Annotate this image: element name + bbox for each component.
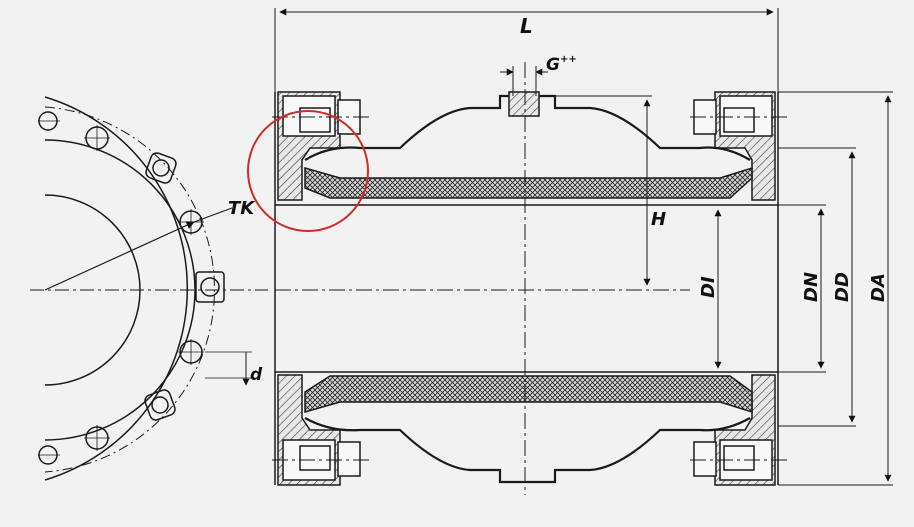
label-DA: DA [868, 273, 889, 302]
label-DI: DI [698, 276, 719, 298]
label-TK: TK [228, 198, 256, 219]
bottom-rubber-liner [304, 375, 753, 414]
g-plug [508, 91, 540, 117]
dimension-lines [274, 8, 893, 486]
flange-inner-arc [44, 139, 196, 441]
label-d: d [250, 365, 263, 385]
label-L: L [520, 14, 533, 38]
top-rubber-liner [304, 166, 753, 199]
tk-radius-line [44, 221, 195, 291]
label-G: G [546, 55, 560, 75]
label-DN: DN [801, 272, 822, 302]
bolt-circle-arc [44, 106, 215, 473]
flange-front-view [30, 96, 268, 481]
detail-highlight-circle [247, 110, 369, 232]
bolts [282, 95, 773, 481]
centerlines [272, 62, 790, 495]
section-view [274, 91, 779, 486]
label-G-sup: ++ [560, 54, 577, 65]
label-H: H [651, 209, 666, 230]
label-DD: DD [832, 272, 853, 302]
bottom-bellow-cover [304, 417, 751, 484]
bolt-holes [38, 111, 225, 465]
flange-outer-arc [44, 96, 189, 481]
